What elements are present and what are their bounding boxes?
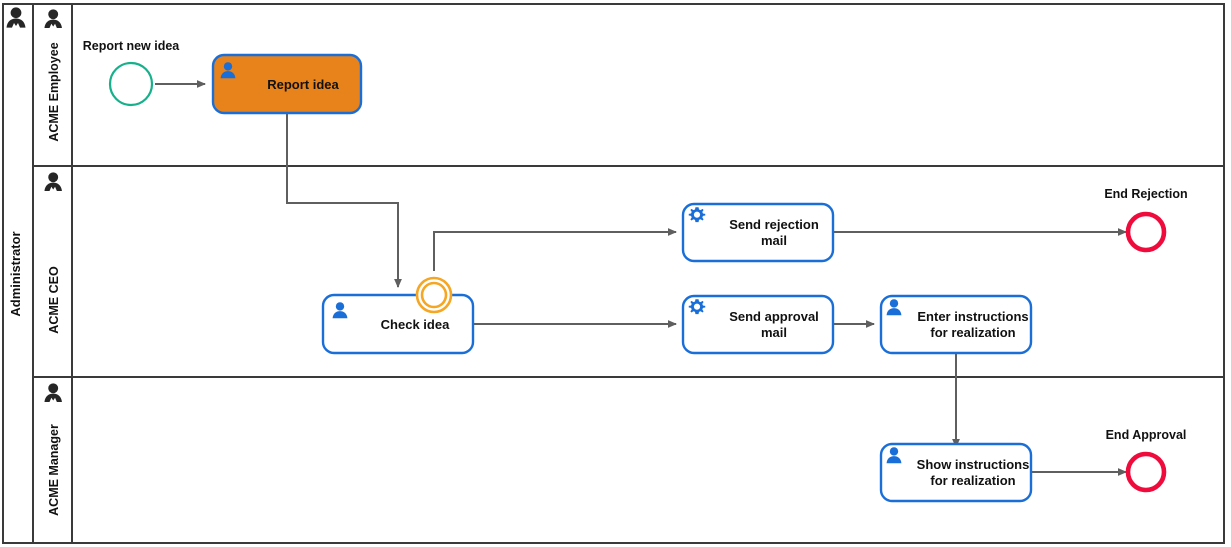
boundary-event-check-idea[interactable] [415,276,453,314]
task-send-approval-mail[interactable]: Send approval mail [681,294,835,355]
lane-acme-ceo[interactable]: ACME CEO [44,172,62,334]
task-show-instructions[interactable]: Show instructions for realization [879,442,1033,503]
task-enter-instructions-label-line1: Enter instructions [917,309,1028,324]
task-send-rejection-mail[interactable]: Send rejection mail [681,202,835,263]
task-send-rejection-mail-label-line1: Send rejection [729,217,819,232]
task-show-instructions-label-line1: Show instructions [917,457,1030,472]
lane-separators [33,4,1224,543]
task-send-approval-mail-label-line2: mail [761,325,787,340]
end-event-end-approval[interactable]: End Approval [1106,428,1187,493]
end-event-end-rejection[interactable]: End Rejection [1104,187,1188,253]
pool-label: Administrator [8,231,23,316]
task-enter-instructions-label-line2: for realization [930,325,1015,340]
flow-report-idea-to-check-idea [286,113,402,288]
lane-person-icon-manager [44,383,62,402]
lane-label-acme-manager: ACME Manager [47,424,61,516]
lane-label-acme-employee: ACME Employee [47,42,61,141]
task-show-instructions-label-line2: for realization [930,473,1015,488]
pool-person-icon [6,7,26,28]
task-check-idea[interactable]: Check idea [321,293,475,355]
flow-boundary-to-send-rejection-mail [433,228,677,271]
sequence-flows [155,80,1127,476]
lane-acme-employee[interactable]: ACME Employee [44,9,62,142]
gear-icon [688,299,706,315]
start-event-report-new-idea[interactable]: Report new idea [83,39,181,107]
pool-administrator[interactable]: Administrator [2,3,1225,544]
task-check-idea-label: Check idea [381,317,450,332]
lane-person-icon-ceo [44,172,62,191]
lane-person-icon-employee [44,9,62,28]
lane-label-acme-ceo: ACME CEO [47,266,61,334]
task-report-idea[interactable]: Report idea [211,53,363,115]
task-report-idea-label: Report idea [267,77,339,92]
lane-acme-manager[interactable]: ACME Manager [44,383,62,516]
task-send-rejection-mail-label-line2: mail [761,233,787,248]
task-enter-instructions[interactable]: Enter instructions for realization [879,294,1033,355]
end-approval-label: End Approval [1106,428,1187,442]
gear-icon [688,207,706,223]
task-send-approval-mail-label-line1: Send approval [729,309,819,324]
end-rejection-label: End Rejection [1104,187,1187,201]
start-event-label: Report new idea [83,39,181,53]
